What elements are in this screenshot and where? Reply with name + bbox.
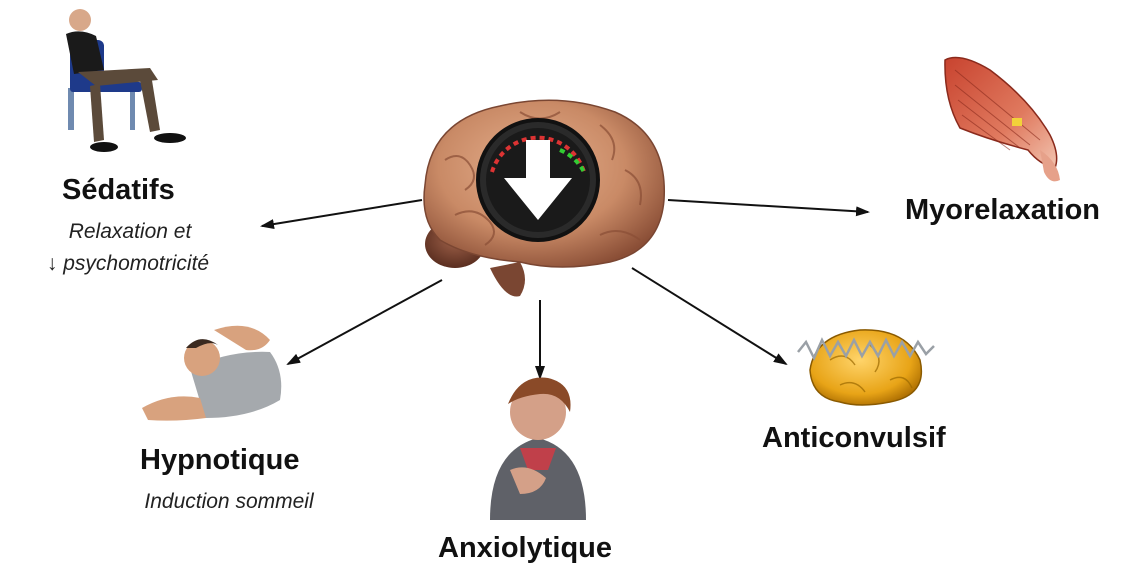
arrow-to-sedatifs bbox=[262, 200, 422, 226]
myorelaxation-title: Myorelaxation bbox=[905, 194, 1100, 227]
sleeping-man-icon bbox=[142, 326, 281, 421]
sedatifs-subtitle: Relaxation et bbox=[40, 220, 220, 244]
hypnotique-title: Hypnotique bbox=[140, 444, 300, 477]
arrow-to-hypnotique bbox=[288, 280, 442, 364]
muscle-icon bbox=[945, 58, 1060, 182]
anticonvulsif-title: Anticonvulsif bbox=[762, 422, 946, 455]
anxiolytique-title: Anxiolytique bbox=[438, 532, 612, 565]
arrow-to-anticonvulsif bbox=[632, 268, 786, 364]
seizure-brain-icon bbox=[798, 330, 934, 405]
sedatifs-subtitle-2: ↓ psychomotricité bbox=[8, 252, 248, 276]
hypnotique-subtitle: Induction sommeil bbox=[104, 490, 354, 514]
brain-with-down-arrow-dial-icon bbox=[424, 100, 664, 296]
seated-man-icon bbox=[66, 9, 186, 152]
arrow-to-myorelaxation bbox=[668, 200, 868, 212]
anxious-woman-icon bbox=[490, 378, 586, 520]
sedatifs-title: Sédatifs bbox=[62, 174, 175, 207]
